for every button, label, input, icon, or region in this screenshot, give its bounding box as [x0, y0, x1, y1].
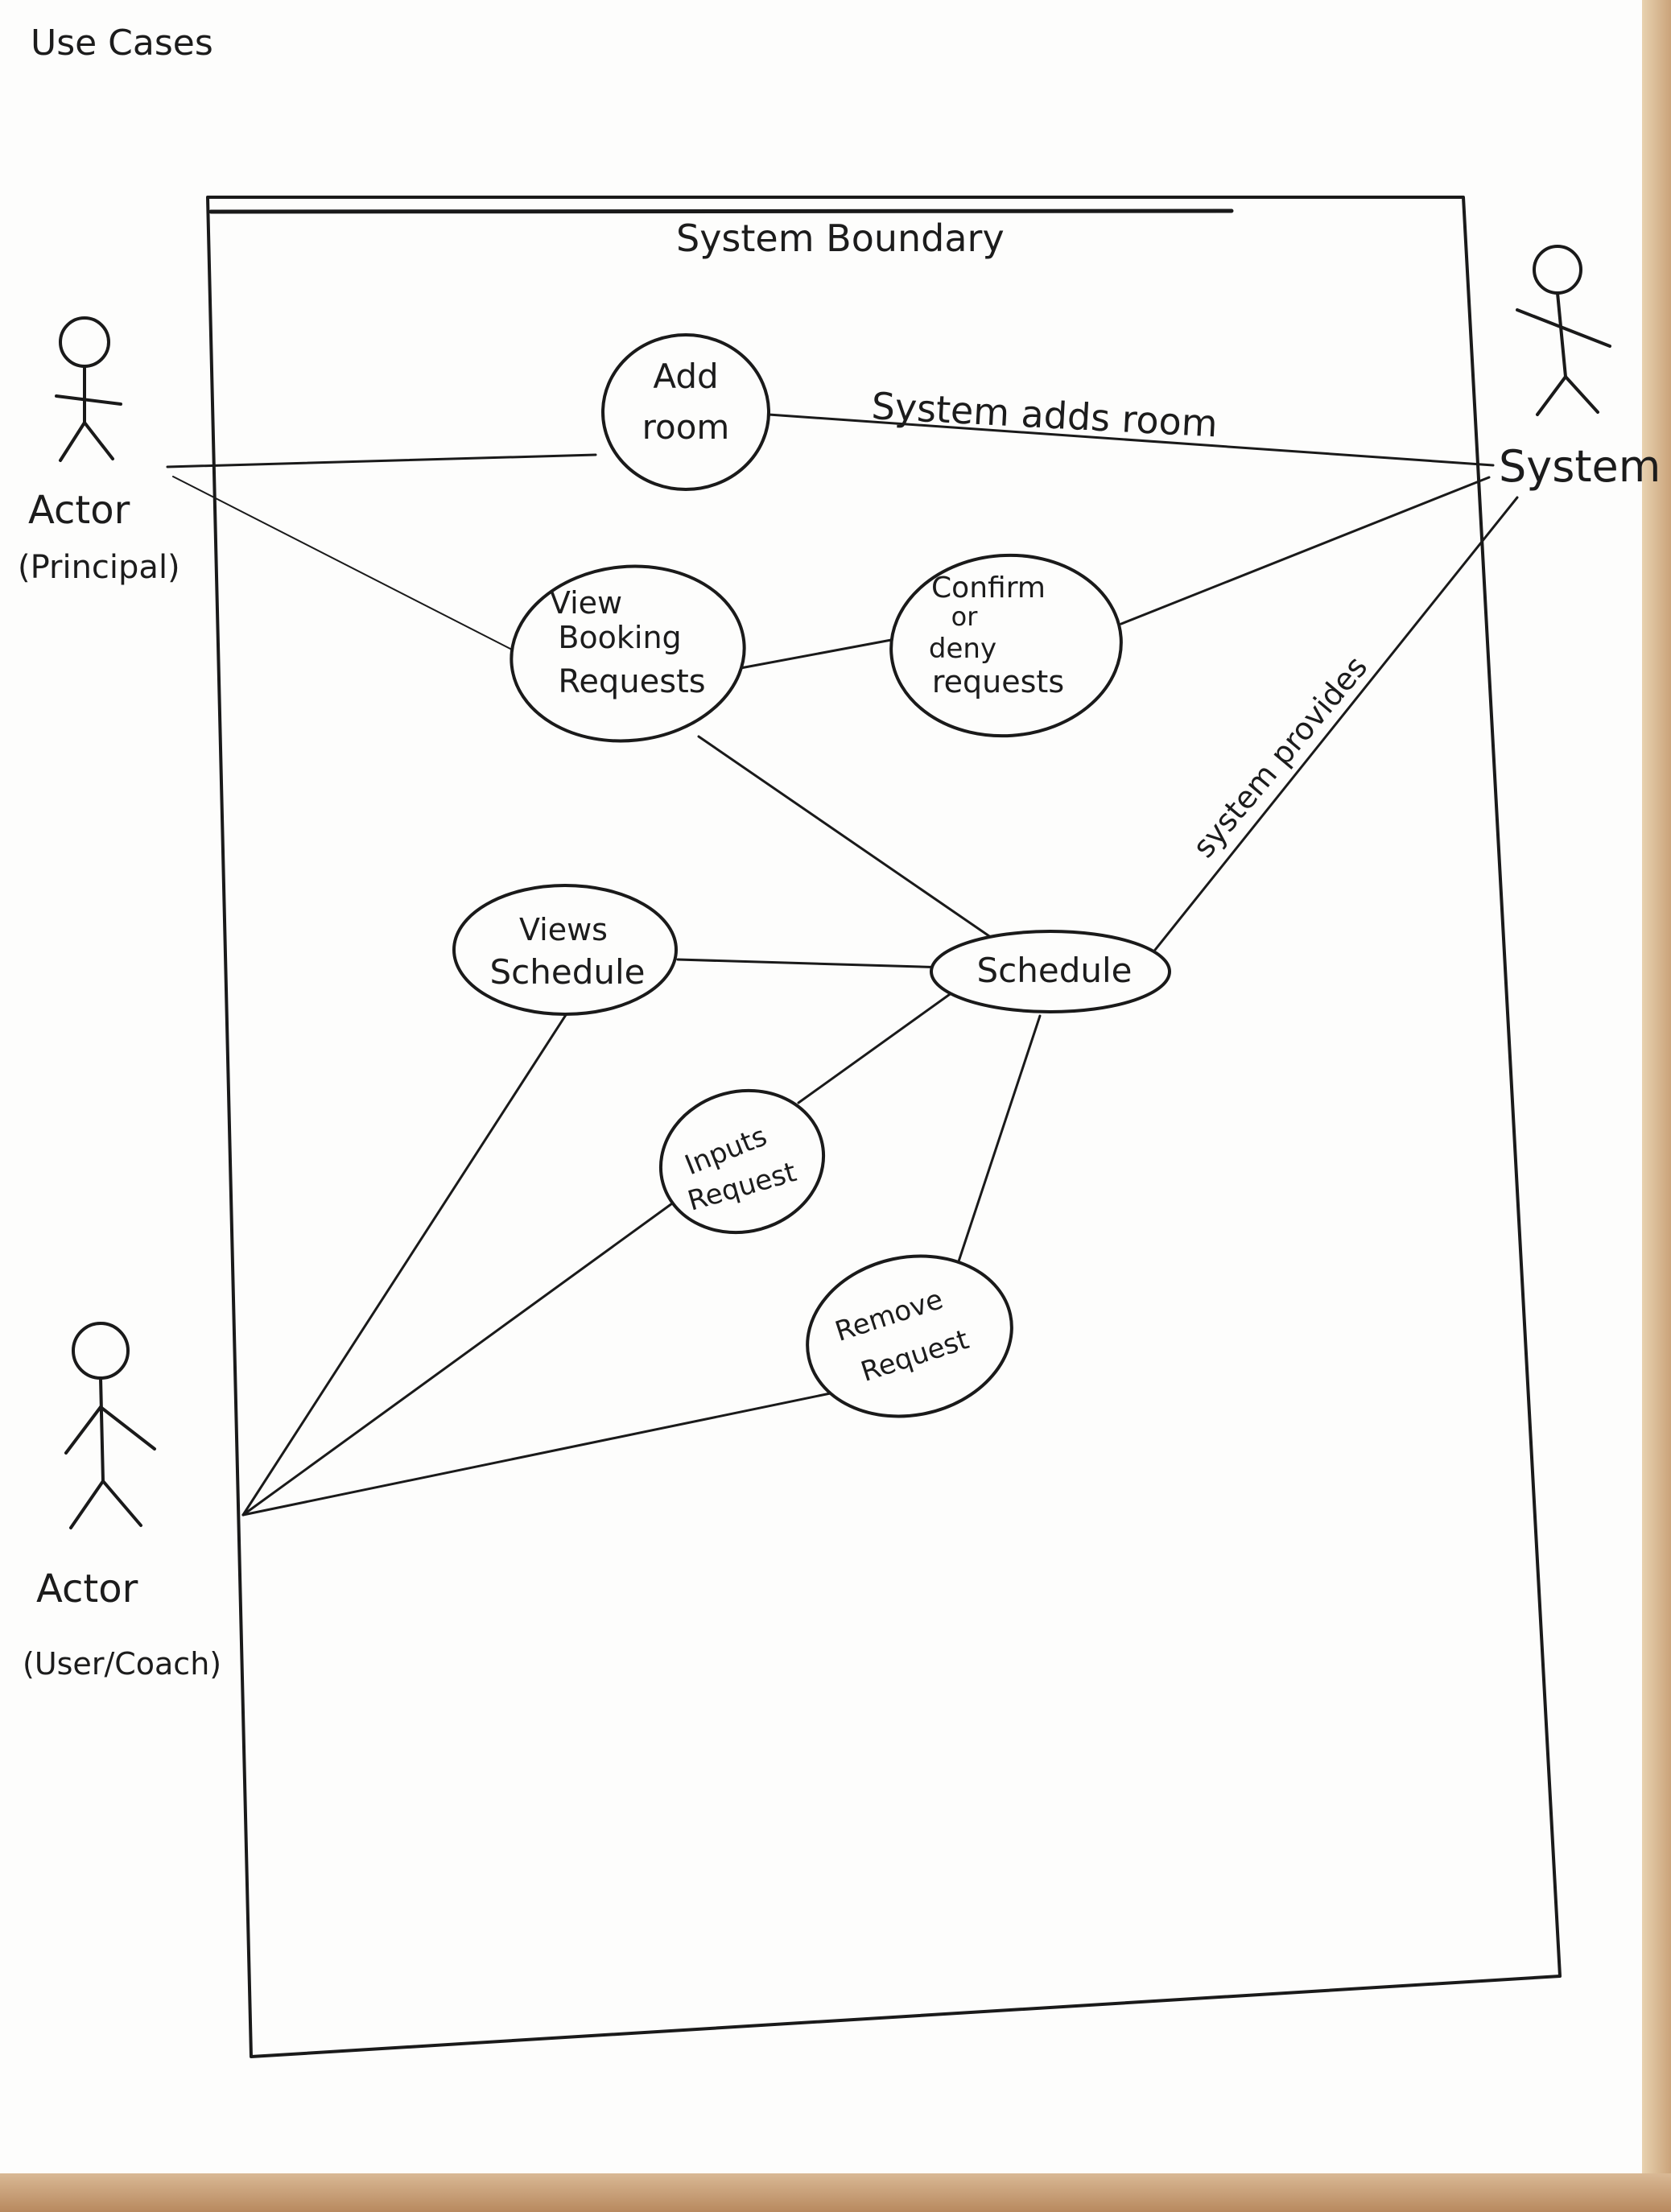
assoc-user-views-schedule — [241, 1005, 573, 1517]
actor-user-role: (User/Coach) — [23, 1646, 221, 1682]
use-case-view-booking-line-3: Requests — [558, 663, 705, 700]
actor-principal-name: Actor — [28, 488, 130, 533]
actor-user-name: Actor — [36, 1566, 138, 1612]
actor-principal-role: (Principal) — [18, 549, 180, 586]
assoc-user-inputs-request — [241, 1198, 679, 1517]
stick-figure-icon — [55, 316, 122, 462]
use-case-view-booking-shape — [510, 564, 746, 743]
use-case-schedule: Schedule — [930, 930, 1171, 1013]
associations — [166, 413, 1519, 1517]
boundary-top-edge — [208, 208, 1234, 214]
actor-user-coach: Actor (User/Coach) — [23, 1322, 221, 1682]
use-case-inputs-request: Inputs Request — [658, 1088, 826, 1235]
use-case-add-room-line-1: Add — [653, 357, 718, 396]
use-case-add-room: Add room — [601, 333, 770, 491]
assoc-schedule-system — [1153, 496, 1519, 951]
system-boundary: System Boundary — [206, 196, 1562, 2058]
use-case-view-booking-line-1: View — [550, 585, 622, 621]
assoc-add-room-system — [767, 413, 1495, 467]
assoc-view-booking-schedule — [697, 735, 993, 939]
use-case-confirm-deny-requests: Confirm or deny requests — [889, 553, 1123, 738]
use-case-view-booking-line-2: Booking — [558, 620, 681, 655]
use-case-confirm-line-2: or — [951, 601, 979, 632]
actor-system-name: System — [1499, 441, 1661, 492]
use-case-view-booking-requests: View Booking Requests — [510, 564, 746, 743]
desk-edge-right — [1642, 0, 1671, 2212]
assoc-principal-view-booking — [172, 476, 514, 651]
assoc-user-remove-request — [241, 1389, 844, 1517]
use-case-remove-request: Remove Request — [806, 1254, 1013, 1418]
assoc-inputs-request-schedule — [797, 987, 959, 1104]
use-case-views-schedule-line-1: Views — [519, 912, 608, 947]
actor-system: System — [1499, 245, 1661, 492]
assoc-views-schedule-schedule — [676, 958, 948, 969]
system-boundary-box — [206, 196, 1562, 2058]
assoc-view-booking-confirm — [739, 637, 902, 670]
desk-edge-bottom — [0, 2173, 1671, 2212]
assoc-remove-request-schedule — [956, 1014, 1042, 1265]
use-case-views-schedule-shape — [452, 884, 678, 1016]
assoc-principal-add-room — [166, 453, 597, 468]
use-case-add-room-shape — [601, 333, 770, 491]
edge-label-system-adds-room: System adds room — [870, 384, 1219, 445]
use-case-inputs-request-shape — [658, 1088, 826, 1235]
edge-label-system-provides: system provides — [1186, 650, 1374, 865]
use-case-schedule-line-1: Schedule — [977, 951, 1133, 990]
use-case-schedule-shape — [930, 930, 1171, 1013]
use-case-confirm-line-1: Confirm — [931, 572, 1046, 605]
use-case-add-room-line-2: room — [642, 407, 730, 447]
assoc-confirm-system — [1120, 476, 1491, 625]
use-case-remove-request-shape — [806, 1254, 1013, 1418]
stick-figure-icon — [64, 1322, 156, 1529]
use-case-confirm-line-4: requests — [932, 664, 1064, 700]
actor-principal: Actor (Principal) — [18, 316, 180, 586]
use-case-confirm-line-3: deny — [929, 633, 996, 665]
use-case-views-schedule: Views Schedule — [452, 884, 678, 1016]
stick-figure-icon — [1516, 245, 1611, 416]
use-case-confirm-shape — [889, 553, 1123, 738]
page-title: Use Cases — [31, 23, 213, 64]
boundary-label: System Boundary — [676, 217, 1005, 260]
use-case-views-schedule-line-2: Schedule — [490, 952, 646, 992]
